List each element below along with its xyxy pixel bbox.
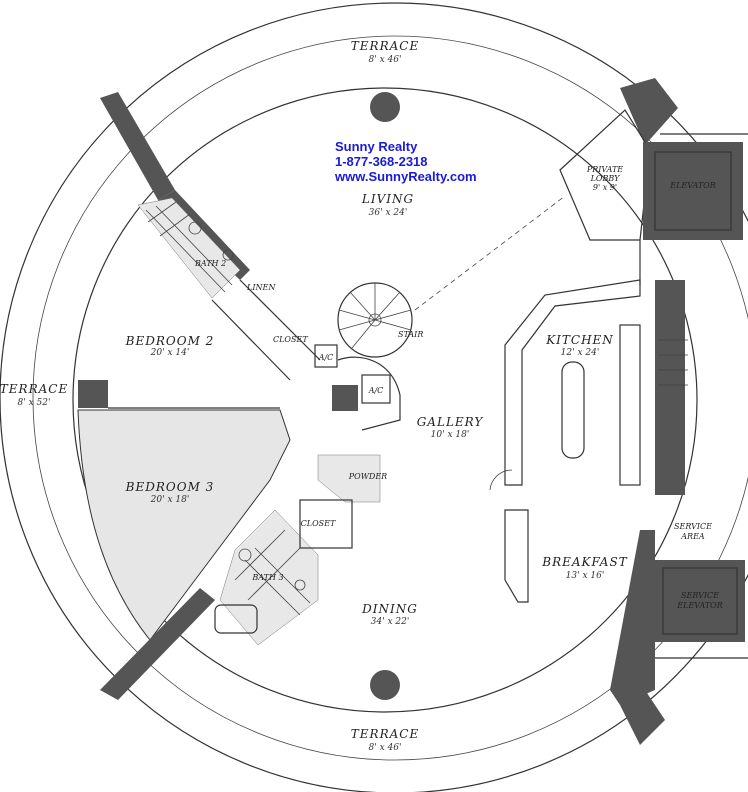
structural-wall-bottom-right	[620, 690, 665, 745]
breakfast-dim: 13' x 16'	[566, 571, 605, 581]
terrace-left-label: TERRACE	[0, 382, 68, 396]
stair-label: STAIR	[398, 330, 423, 339]
ac-2-label: A/C	[368, 386, 384, 395]
kitchen-dim: 12' x 24'	[561, 348, 600, 358]
terrace-bottom-label: TERRACE	[351, 727, 419, 741]
service-wall	[610, 530, 655, 705]
spiral-stair	[337, 282, 413, 358]
living-label: LIVING	[361, 192, 414, 206]
column-top	[370, 92, 400, 122]
structural-wall-top-left	[100, 92, 175, 200]
elevator-label: ELEVATOR	[669, 181, 715, 190]
bath-3-tub	[214, 604, 258, 634]
kitchen-pantry	[655, 280, 685, 495]
bath-2-sink	[222, 249, 234, 261]
structural-wall-top-right	[620, 78, 678, 145]
brand-website: www.SunnyRealty.com	[334, 169, 477, 184]
gallery-label: GALLERY	[417, 415, 484, 429]
core-column	[332, 385, 358, 411]
bedroom-3-label: BEDROOM 3	[125, 480, 215, 494]
gallery-door	[489, 469, 513, 491]
powder-label: POWDER	[348, 472, 387, 481]
bedroom-3-dim: 20' x 18'	[150, 495, 190, 505]
closet-1-label: CLOSET	[273, 335, 308, 344]
private-lobby-label-2: LOBBY	[590, 174, 620, 183]
structural-wall-bottom-left	[100, 588, 215, 700]
bath-2-floor	[137, 197, 241, 299]
bath-3-sink	[294, 579, 306, 591]
closet-wall	[211, 299, 291, 381]
breakfast-label: BREAKFAST	[541, 555, 627, 569]
bedroom-2-label: BEDROOM 2	[125, 334, 215, 348]
kitchen-island	[561, 361, 585, 459]
dining-label: DINING	[361, 602, 418, 616]
gallery-dim: 10' x 18'	[431, 430, 470, 440]
bedroom-2-dim: 20' x 14'	[150, 348, 190, 358]
bath-3-label: BATH 3	[251, 573, 283, 582]
closet-2-label: CLOSET	[301, 519, 336, 528]
private-lobby-label-1: PRIVATE	[586, 165, 623, 174]
column-bottom	[370, 670, 400, 700]
lobby-sightline	[414, 195, 566, 311]
elevator-shaft	[643, 142, 743, 240]
service-area-label-1: SERVICE	[674, 522, 712, 531]
dining-dim: 34' x 22'	[371, 617, 410, 627]
bath-3-grid	[234, 529, 311, 616]
kitchen-counter	[504, 279, 641, 486]
bath-3-toilet	[238, 548, 252, 562]
service-elevator-label-2: ELEVATOR	[676, 601, 722, 610]
service-elevator-label-1: SERVICE	[681, 591, 719, 600]
powder-room	[317, 454, 381, 503]
ac-2-box	[361, 374, 391, 404]
private-lobby-dim: 9' x 9'	[593, 183, 617, 192]
bath-2-label: BATH 2	[194, 259, 226, 268]
kitchen-tall-cabinets	[619, 324, 641, 486]
terrace-bottom-dim: 8' x 46'	[369, 743, 402, 753]
terrace-left-dim: 8' x 52'	[18, 398, 51, 408]
terrace-top-dim: 8' x 46'	[369, 55, 402, 65]
kitchen-label: KITCHEN	[545, 333, 614, 347]
linen-label: LINEN	[246, 283, 276, 292]
interior-wall-circle	[72, 87, 698, 713]
brand-name: Sunny Realty	[335, 139, 418, 154]
bath-2-grid	[145, 201, 233, 293]
living-dim: 36' x 24'	[369, 208, 408, 218]
terrace-top-label: TERRACE	[351, 39, 419, 53]
ac-1-box	[314, 344, 338, 368]
service-elevator-car	[662, 567, 738, 635]
closet-2-box	[299, 499, 353, 549]
kitchen-stair-treads	[658, 339, 688, 386]
ac-1-label: A/C	[318, 353, 334, 362]
bath-2-toilet	[188, 221, 202, 235]
linen-wall	[239, 279, 321, 361]
bedroom-3-floor	[77, 409, 291, 641]
service-area-label-2: AREA	[680, 532, 705, 541]
core-curve-wall	[337, 356, 401, 431]
brand-phone: 1-877-368-2318	[335, 154, 428, 169]
bath-3-floor	[219, 509, 319, 646]
elevator-car	[654, 151, 732, 231]
service-elevator-shaft	[655, 560, 745, 642]
bedroom-divider-wall	[78, 380, 108, 408]
breakfast-partition	[504, 509, 529, 603]
inner-terrace-ring	[32, 35, 748, 761]
